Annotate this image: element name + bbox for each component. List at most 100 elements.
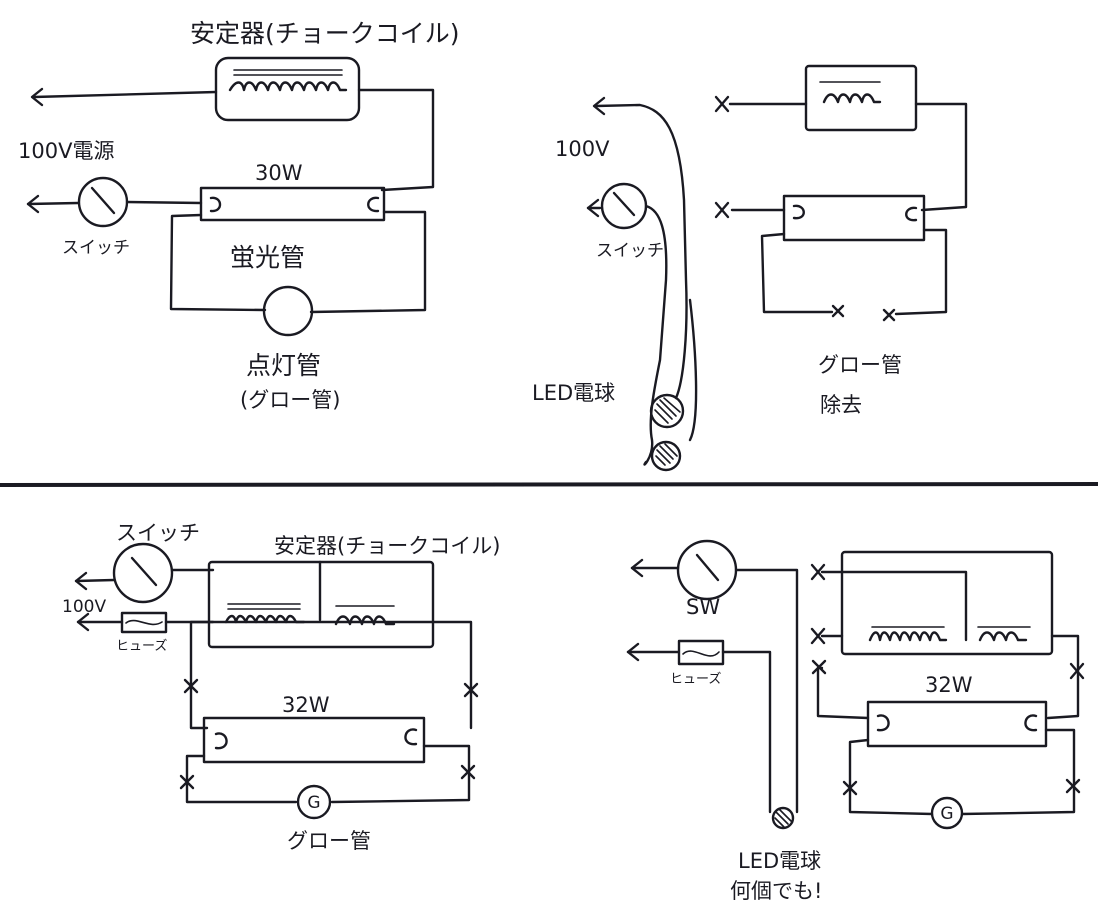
led-bulb-2 [650, 440, 682, 472]
led-bulb-1 [649, 393, 685, 429]
wire-glow-right [894, 228, 948, 316]
ballast-label: 安定器(チョークコイル) [274, 534, 500, 558]
bottom-right-diagram: G SW ヒューズ 32W LED電球 何個でも! [626, 539, 1085, 903]
top-left-diagram: 安定器(チョークコイル) 100V電源 スイッチ 30W 蛍光管 点灯管 (グロ… [18, 19, 460, 412]
wire-starter-right [309, 210, 427, 314]
glow-symbol: G [940, 804, 953, 824]
tube-filament-left [209, 196, 222, 213]
tube-filament-right [404, 728, 418, 746]
switch-circle [600, 182, 648, 230]
switch-circle [112, 542, 174, 604]
led-note: 何個でも! [730, 879, 822, 903]
tube-filament-left [876, 714, 890, 732]
arrow-power [592, 96, 606, 116]
cut-mark [183, 678, 199, 694]
fluorescent-tube [202, 716, 426, 764]
fuse-label: ヒューズ [116, 638, 167, 654]
wire-left-to-tube [189, 620, 215, 730]
wire-power-top [32, 90, 218, 99]
wire-power-top [74, 578, 116, 583]
wire-switch-to-tube [125, 200, 203, 205]
arrow-switch [586, 198, 600, 218]
wire-right-to-tube [1046, 634, 1080, 720]
cut-mark [810, 563, 826, 581]
ballast-coil [228, 81, 348, 92]
ballast-box [804, 64, 918, 132]
tube-filament-left [214, 732, 228, 750]
top-right-diagram: 100V スイッチ LED電球 グロー管 除去 [532, 64, 968, 472]
cut-mark [179, 774, 195, 790]
ballast-coil [822, 93, 882, 104]
wire-power-to-led [594, 103, 688, 400]
glow-label: グロー管 [287, 829, 371, 853]
wire-starter-left [169, 213, 267, 312]
tube-label: 蛍光管 [230, 243, 305, 272]
switch-label: スイッチ [116, 521, 200, 545]
power-label: 100V電源 [18, 139, 114, 163]
led-label: LED電球 [532, 381, 615, 405]
wire-glow-left [848, 738, 934, 816]
glow-symbol: G [307, 793, 320, 813]
glow-starter [930, 796, 964, 830]
arrow-power-top [630, 558, 644, 578]
arrow-power-bottom [26, 194, 40, 214]
ballast-coil-2 [334, 615, 396, 626]
ballast-coil-1 [868, 631, 948, 642]
fluorescent-tube [782, 194, 926, 242]
ballast-label: 安定器(チョークコイル) [190, 19, 460, 48]
led-bulb-hatch [774, 808, 792, 828]
glow-removed-label-1: グロー管 [818, 353, 902, 377]
cut-mark [831, 304, 845, 318]
fluorescent-tube [866, 700, 1048, 748]
tube-filament-left [792, 204, 805, 220]
cut-mark [810, 627, 826, 645]
cut-mark [714, 95, 730, 113]
arrow-power-bottom [626, 642, 640, 662]
fuse-element [682, 650, 720, 657]
wire-left-to-tube [816, 666, 870, 720]
wattage-label: 32W [925, 673, 973, 697]
arrow-power-top [74, 571, 88, 591]
wire-power-bottom [26, 201, 80, 206]
wire-ballast-to-tube [357, 88, 435, 192]
wire-glow-right [330, 744, 471, 804]
fuse-label: ヒューズ [670, 671, 721, 687]
tube-filament-right [367, 196, 380, 213]
switch-contact [90, 186, 116, 215]
wattage-label: 32W [282, 693, 330, 717]
cut-mark [842, 780, 858, 796]
cut-mark [882, 308, 896, 322]
led-bulb-hatch [655, 443, 678, 466]
wire-fuse-to-led [721, 650, 772, 814]
led-bulb [771, 806, 795, 830]
cut-mark [714, 201, 730, 219]
led-label: LED電球 [738, 849, 821, 873]
switch-contact [130, 556, 158, 587]
switch-contact [695, 553, 720, 582]
ballast-box [840, 550, 1054, 656]
cut-mark [1065, 778, 1081, 794]
fluorescent-tube [199, 186, 386, 222]
glow-starter [262, 285, 314, 337]
wire-glow-right [960, 728, 1076, 816]
wire-switch-to-led [643, 204, 668, 466]
arrow-power-top [30, 87, 44, 107]
starter-sub-label: (グロー管) [240, 388, 340, 412]
fuse-element [125, 619, 163, 626]
arrow-power-bottom [76, 612, 90, 632]
cut-mark [460, 764, 476, 780]
starter-label: 点灯管 [246, 351, 321, 380]
wire-switch-to-led [734, 568, 799, 814]
cut-mark [1069, 662, 1085, 680]
wire-glow-left [185, 754, 298, 804]
ballast-coil-2 [978, 631, 1028, 642]
switch-circle [676, 539, 738, 601]
wire-glow-left [760, 232, 834, 314]
switch-contact [612, 191, 636, 217]
tube-filament-right [905, 206, 918, 222]
wire-ballast-to-tube [914, 102, 968, 212]
power-label: 100V [555, 137, 610, 161]
switch-label: SW [686, 595, 720, 619]
cut-mark [463, 682, 479, 698]
